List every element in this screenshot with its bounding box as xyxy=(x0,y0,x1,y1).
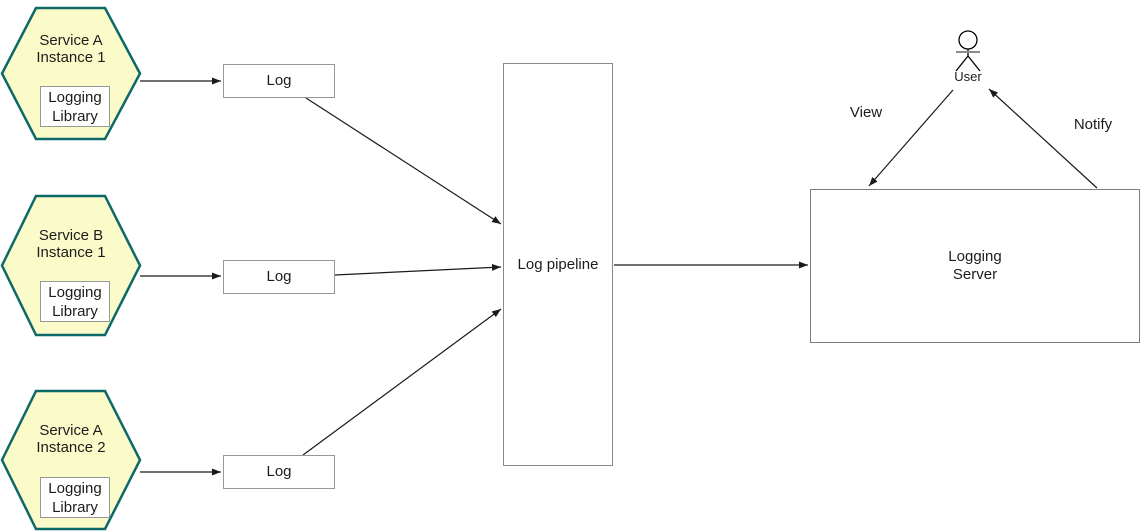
arrow-log2-to-pipeline xyxy=(334,263,502,276)
service-a2-hexagon xyxy=(0,389,142,531)
arrow-log1-to-pipeline xyxy=(305,97,502,225)
arrow-log3-to-pipeline xyxy=(302,308,502,456)
service-a1-hexagon xyxy=(0,6,142,141)
arrow-server-notify-user xyxy=(988,88,1098,189)
service-b1-hexagon xyxy=(0,194,142,337)
arrow-user-view-server xyxy=(868,89,954,187)
user-actor-icon xyxy=(955,30,981,72)
